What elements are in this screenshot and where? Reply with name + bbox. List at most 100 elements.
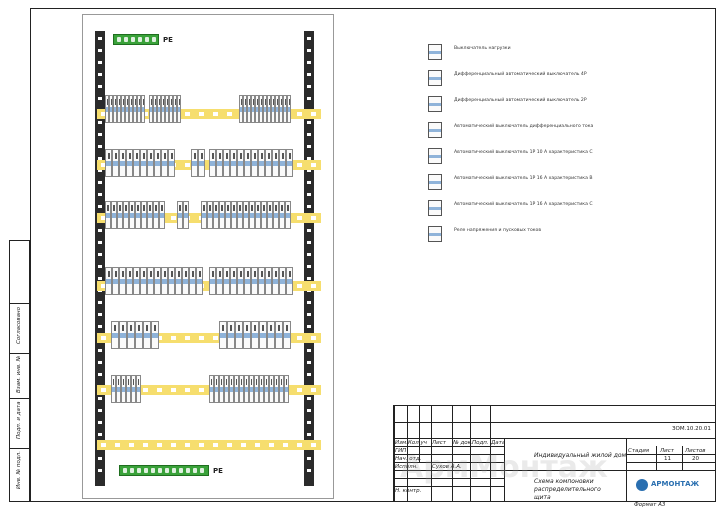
left-rail: [95, 31, 105, 486]
rail-hole: [307, 421, 311, 424]
modular-device: [157, 95, 161, 123]
rail-hole: [307, 85, 311, 88]
modular-device: [283, 95, 287, 123]
role-head: Нач. отд.: [395, 456, 422, 462]
modular-device: [127, 321, 135, 349]
column-stage: Стадия: [628, 448, 650, 454]
din-slot: [227, 443, 232, 447]
modular-device: [255, 95, 259, 123]
modular-device: [112, 267, 119, 295]
din-slot: [185, 336, 190, 340]
rail-hole: [98, 373, 102, 376]
role-executor: Исполн.: [395, 464, 418, 470]
rail-hole: [98, 349, 102, 352]
modular-device: [133, 267, 140, 295]
modular-device: [287, 95, 291, 123]
modular-device: [141, 95, 145, 123]
pe-terminal: [193, 468, 197, 473]
rail-hole: [98, 157, 102, 160]
modular-device: [255, 201, 261, 229]
mcb-10c-icon: [428, 148, 442, 164]
din-slot: [199, 443, 204, 447]
din-slot: [157, 388, 162, 392]
din-slot: [311, 112, 316, 116]
din-slot: [311, 443, 316, 447]
rail-hole: [98, 265, 102, 268]
modular-device: [230, 149, 237, 177]
modular-device: [129, 95, 133, 123]
modular-device: [275, 321, 283, 349]
modular-device: [272, 267, 279, 295]
legend-item-mcb-16c: Автоматический выключатель 1P 16 А харак…: [428, 200, 628, 216]
legend-item-load-switch: Выключатель нагрузки: [428, 44, 628, 60]
modular-device: [265, 267, 272, 295]
cabinet-layout: PE PE: [82, 14, 334, 499]
modular-device: [119, 321, 127, 349]
legend-text: Автоматический выключатель дифференциаль…: [454, 124, 594, 129]
rail-hole: [98, 457, 102, 460]
side-label-replaced: Взам. инв. №: [16, 355, 22, 393]
modular-device: [216, 267, 223, 295]
rail-hole: [307, 145, 311, 148]
modular-device: [161, 149, 168, 177]
din-slot: [101, 388, 106, 392]
rail-hole: [307, 469, 311, 472]
modular-device: [116, 375, 121, 403]
modular-device: [161, 267, 168, 295]
pe-terminal: [124, 37, 128, 42]
modular-device: [284, 375, 289, 403]
modular-device: [153, 201, 159, 229]
modular-device: [286, 149, 293, 177]
pe-terminal: [137, 468, 141, 473]
modular-device: [272, 149, 279, 177]
modular-device: [111, 321, 119, 349]
din-slot: [115, 443, 120, 447]
pe-terminal: [131, 37, 135, 42]
load-switch-icon: [428, 44, 442, 60]
modular-device: [143, 321, 151, 349]
rail-hole: [307, 325, 311, 328]
modular-device: [251, 267, 258, 295]
din-slot: [213, 443, 218, 447]
modular-device: [219, 321, 227, 349]
rail-hole: [98, 241, 102, 244]
din-slot: [311, 284, 316, 288]
rail-hole: [98, 61, 102, 64]
pe-terminal: [130, 468, 134, 473]
rail-hole: [98, 469, 102, 472]
object-name: Индивидуальный жилой дом: [534, 452, 627, 459]
rail-hole: [307, 361, 311, 364]
modular-device: [249, 375, 254, 403]
pe-busbar-top: [113, 34, 159, 45]
modular-device: [147, 267, 154, 295]
legend-item-mcb-10c: Автоматический выключатель 1P 10 А харак…: [428, 148, 628, 164]
legend-item-mcb-16b: Автоматический выключатель 1P 16 А харак…: [428, 174, 628, 190]
modular-device: [227, 321, 235, 349]
rail-hole: [307, 97, 311, 100]
rail-hole: [307, 241, 311, 244]
modular-device: [239, 375, 244, 403]
modular-device: [237, 201, 243, 229]
rail-hole: [307, 409, 311, 412]
modular-device: [109, 95, 113, 123]
din-slot: [297, 112, 302, 116]
role-gip: ГИП: [395, 448, 407, 454]
modular-device: [274, 375, 279, 403]
modular-device: [111, 375, 116, 403]
header-qty: Кол.уч: [408, 440, 428, 446]
modular-device: [271, 95, 275, 123]
watermark: АрмМонтаж: [400, 450, 608, 485]
din-slot: [157, 336, 162, 340]
mcb-16c-icon: [428, 200, 442, 216]
modular-device: [125, 95, 129, 123]
pe-terminal: [117, 37, 121, 42]
rail-hole: [98, 85, 102, 88]
din-slot: [185, 163, 190, 167]
din-slot: [269, 443, 274, 447]
modular-device: [168, 149, 175, 177]
side-strip: Согласовано Взам. инв. № Подп. и дата Ин…: [9, 240, 30, 502]
company-logo: АРМОНТАЖ: [636, 478, 710, 492]
din-slot: [297, 388, 302, 392]
rail-hole: [307, 121, 311, 124]
din-slot: [157, 443, 162, 447]
